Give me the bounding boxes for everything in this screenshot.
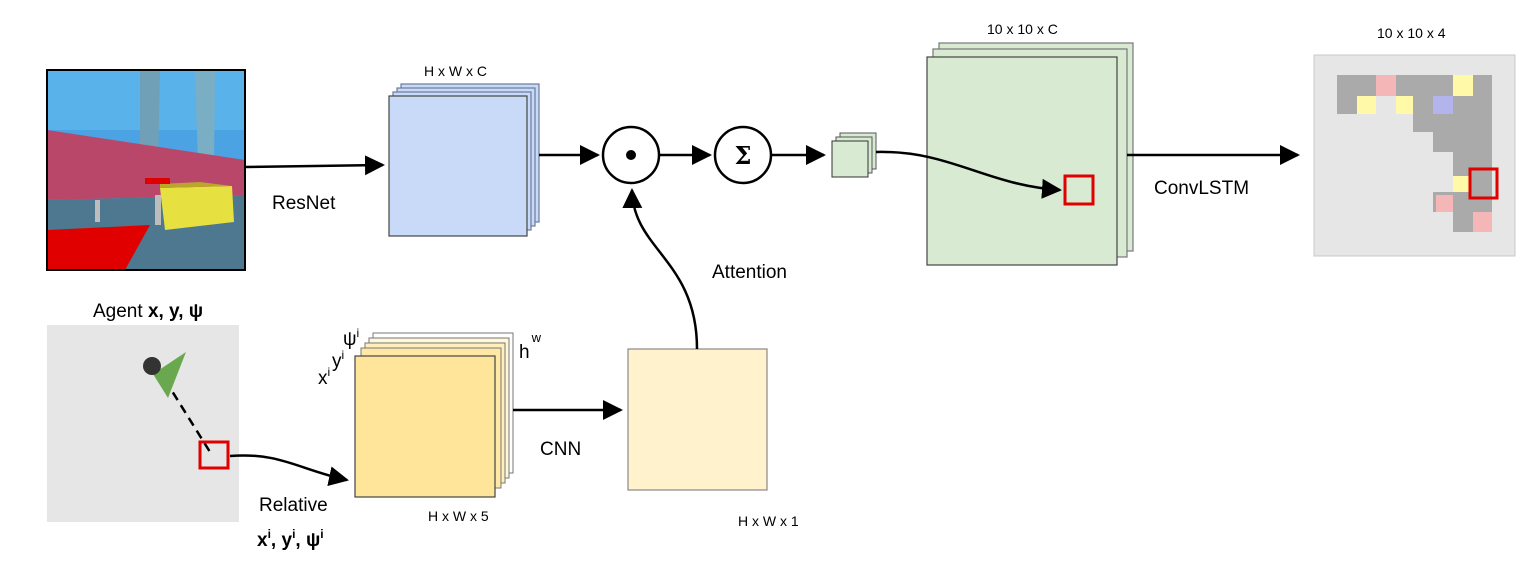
agent-cell-highlight [198,440,230,470]
agent-title: Agent x, y, ψ [93,301,203,322]
agent-map [47,325,239,522]
output-grid-map [1313,54,1516,257]
scatter-to-cell-arrow [875,150,1062,199]
stack-psi: ψ [343,329,357,350]
stack-y-sup: i [342,348,345,362]
rgb-image-border [46,69,246,271]
agent-vars: x, y, ψ [148,301,203,322]
stack-x-label: xi [318,365,330,389]
stack-x-sup: i [328,365,331,379]
agent-prefix: Agent [93,301,148,322]
stack-h: h [519,342,530,363]
stack-h-label: hw [519,330,542,363]
circle-dot-icon [601,125,661,185]
convlstm-label: ConvLSTM [1154,178,1249,199]
attention-label: Attention [712,262,787,283]
resnet-feature-stack [388,83,540,237]
rel-x: x [257,530,268,551]
agent-marker-icon [143,352,186,398]
stack-x: x [318,368,328,389]
rel-x-sup: i [268,527,271,541]
stack-psi-sup: i [357,326,360,340]
cell-to-relative-arrow [229,454,349,487]
rel-psi: ψ [306,530,320,551]
rel-y: y [281,530,292,551]
stack-h-sup: w [531,330,542,345]
resnet-dims-label: H x W x C [424,63,487,79]
rgb-observation-image [47,70,245,270]
stack-y: y [332,351,342,372]
sum-symbol: Σ [735,141,752,170]
sigma-icon: Σ [713,125,773,185]
relative-vars: xi, yi, ψi [257,527,324,551]
output-cell-highlight [1468,167,1499,200]
rel-psi-sup: i [320,527,323,541]
relative-dims-label: H x W x 5 [428,508,489,524]
output-dims-label: 10 x 10 x 4 [1377,25,1446,41]
resnet-arrow [244,155,385,176]
spatial-feature-map-stack [926,42,1134,266]
target-cell-highlight [1063,174,1095,206]
pooled-feature-vector [831,132,877,178]
relative-input-stack [354,332,514,498]
cnn-label: CNN [540,439,581,460]
stack-psi-label: ψi [343,326,359,350]
relative-title: Relative [259,495,328,516]
feature-dims-label: 10 x 10 x C [987,21,1058,37]
rel-sep1: , [271,530,282,551]
resnet-label: ResNet [272,193,336,214]
attention-arrow [622,188,699,350]
stack-y-label: yi [332,348,344,372]
attention-map [627,348,768,491]
attention-dims-label: H x W x 1 [738,513,799,529]
rel-y-sup: i [292,527,295,541]
rel-sep2: , [295,530,306,551]
